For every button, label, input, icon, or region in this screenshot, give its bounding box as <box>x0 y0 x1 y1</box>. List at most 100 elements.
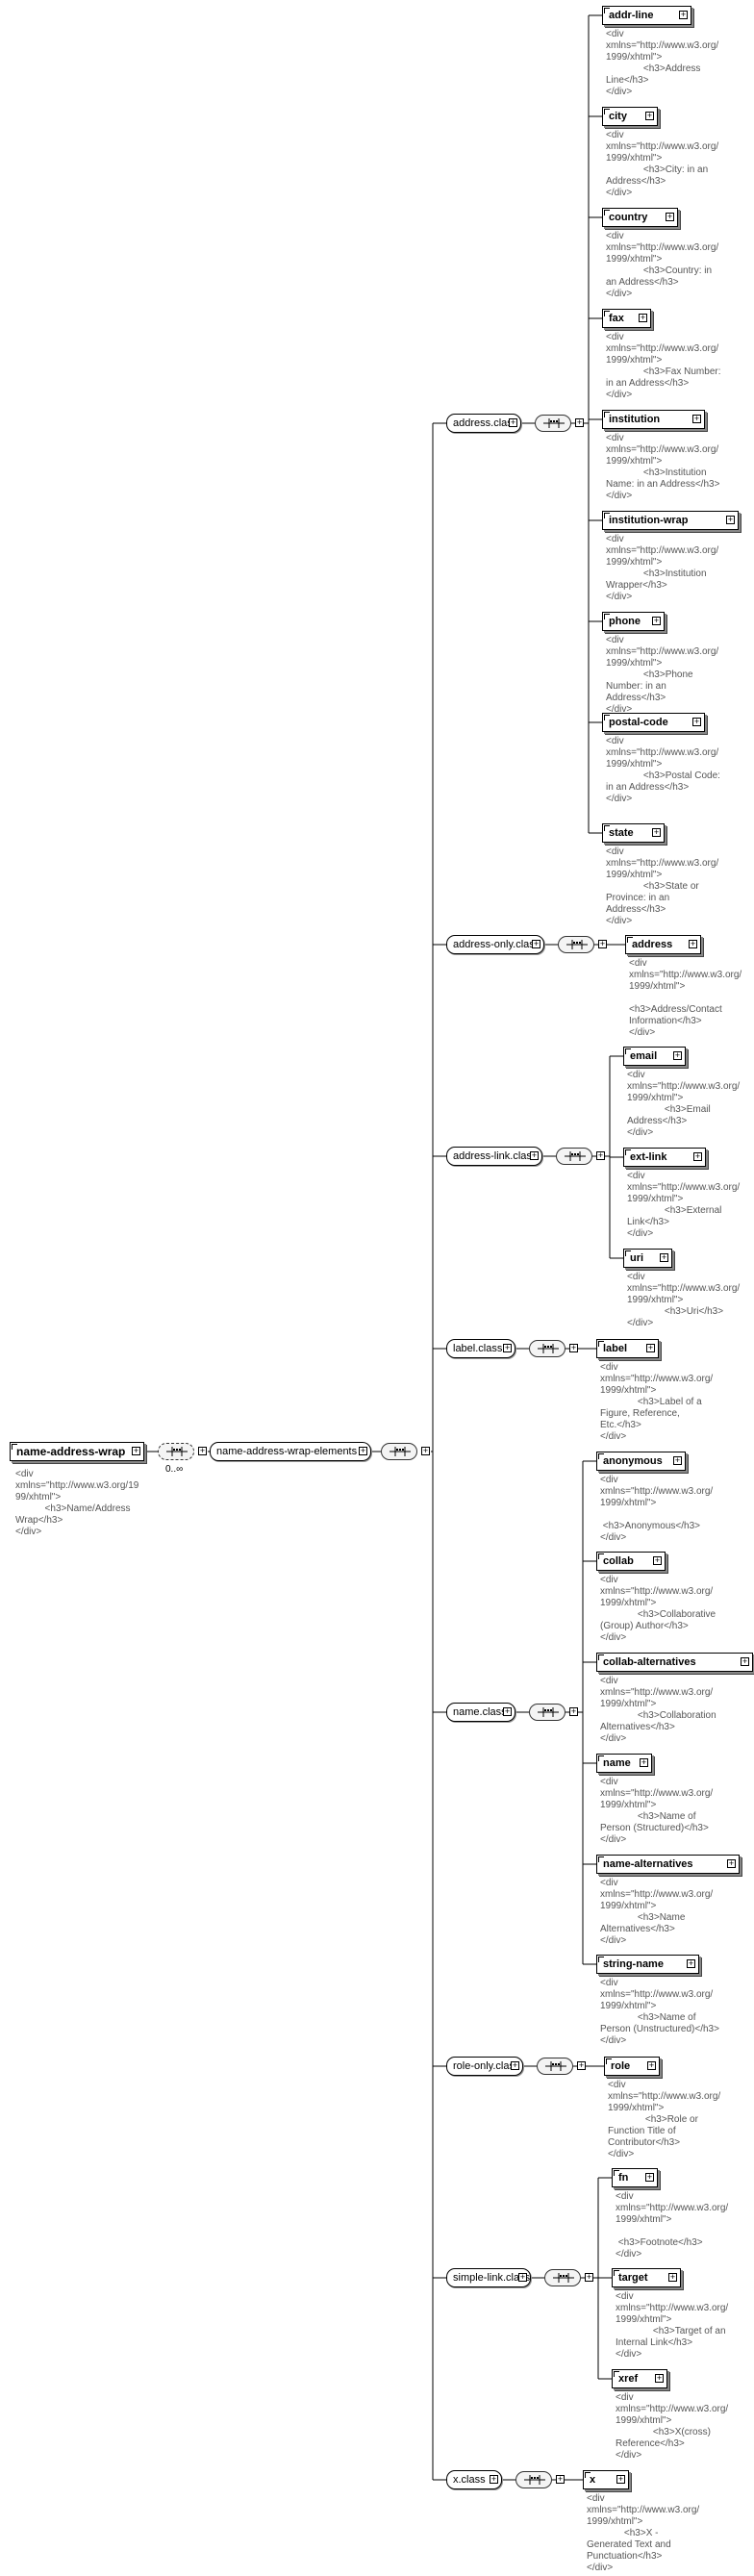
element-target[interactable]: target+ <box>612 2268 681 2287</box>
element-addr-line-expand-icon[interactable]: + <box>679 10 688 19</box>
element-ext-link-expand-icon[interactable]: + <box>693 1151 702 1161</box>
group-name-address-wrap-elements-expand-icon[interactable]: + <box>359 1446 367 1455</box>
element-name-expand-icon[interactable]: + <box>640 1757 648 1767</box>
class-role-only-class-sequence-expand-icon[interactable]: + <box>577 2060 586 2070</box>
class-x-class-sequence[interactable]: + <box>515 2471 565 2488</box>
class-address-link-class-sequence-expand-icon[interactable]: + <box>596 1150 605 1160</box>
element-collab-alternatives[interactable]: collab-alternatives+ <box>596 1653 753 1672</box>
wrapper-choice-compositor-expand-icon[interactable]: + <box>421 1446 430 1455</box>
element-marker-icon <box>604 210 610 215</box>
class-address-link-class[interactable]: address-link.class+ <box>446 1147 542 1166</box>
element-target-documentation: <div xmlns="http://www.w3.org/ 1999/xhtm… <box>616 2291 729 2360</box>
element-fax[interactable]: fax+ <box>602 309 651 328</box>
element-country-expand-icon[interactable]: + <box>666 212 674 221</box>
element-fn[interactable]: fn+ <box>612 2168 658 2187</box>
element-institution-expand-icon[interactable]: + <box>692 414 701 423</box>
element-institution[interactable]: institution + <box>602 410 705 429</box>
root-element-name-address-wrap-expand-icon[interactable]: + <box>132 1446 140 1455</box>
element-country[interactable]: country+ <box>602 208 678 227</box>
class-address-class-expand-icon[interactable]: + <box>509 417 517 427</box>
element-state-expand-icon[interactable]: + <box>652 827 661 837</box>
element-address-expand-icon[interactable]: + <box>689 939 697 948</box>
element-collab[interactable]: collab+ <box>596 1552 666 1571</box>
element-email-expand-icon[interactable]: + <box>673 1050 682 1060</box>
element-email[interactable]: email+ <box>623 1047 686 1066</box>
class-name-class[interactable]: name.class+ <box>446 1703 515 1722</box>
element-name-label: name <box>603 1757 631 1769</box>
element-postal-code-expand-icon[interactable]: + <box>692 717 701 726</box>
element-phone[interactable]: phone+ <box>602 612 665 631</box>
sequence-icon <box>166 1447 188 1456</box>
class-label-class[interactable]: label.class+ <box>446 1339 515 1358</box>
class-role-only-class-expand-icon[interactable]: + <box>511 2060 519 2070</box>
class-label-class-sequence[interactable]: + <box>529 1340 578 1357</box>
class-address-only-class-sequence[interactable]: + <box>558 936 607 953</box>
class-simple-link-class-label: simple-link.class <box>453 2272 531 2284</box>
class-simple-link-class[interactable]: simple-link.class+ <box>446 2268 531 2287</box>
element-collab-expand-icon[interactable]: + <box>653 1555 662 1565</box>
element-label-expand-icon[interactable]: + <box>646 1343 655 1352</box>
element-marker-icon <box>614 2371 619 2377</box>
group-name-address-wrap-elements[interactable]: name-address-wrap-elements+ <box>210 1442 371 1461</box>
element-city-expand-icon[interactable]: + <box>645 111 654 120</box>
element-anonymous[interactable]: anonymous+ <box>596 1452 686 1471</box>
element-fn-expand-icon[interactable]: + <box>645 2172 654 2182</box>
element-fax-expand-icon[interactable]: + <box>639 313 647 322</box>
class-address-class[interactable]: address.class+ <box>446 414 521 433</box>
element-name-alternatives-expand-icon[interactable]: + <box>727 1858 736 1868</box>
element-name[interactable]: name + <box>596 1754 652 1773</box>
class-x-class[interactable]: x.class+ <box>446 2470 502 2489</box>
element-label[interactable]: label+ <box>596 1339 659 1358</box>
element-institution-wrap[interactable]: institution-wrap+ <box>602 511 739 530</box>
class-address-link-class-sequence[interactable]: + <box>556 1148 605 1165</box>
class-simple-link-class-sequence[interactable]: + <box>544 2269 593 2286</box>
element-state[interactable]: state+ <box>602 823 665 843</box>
class-name-class-expand-icon[interactable]: + <box>503 1706 512 1716</box>
element-ext-link[interactable]: ext-link+ <box>623 1148 706 1167</box>
element-phone-expand-icon[interactable]: + <box>652 616 661 625</box>
element-xref-expand-icon[interactable]: + <box>655 2373 664 2383</box>
element-uri-expand-icon[interactable]: + <box>660 1252 668 1262</box>
class-address-only-class-expand-icon[interactable]: + <box>532 939 540 948</box>
class-address-link-class-expand-icon[interactable]: + <box>530 1150 539 1160</box>
element-city[interactable]: city+ <box>602 107 658 126</box>
class-x-class-expand-icon[interactable]: + <box>490 2474 498 2484</box>
element-role-expand-icon[interactable]: + <box>647 2060 656 2070</box>
element-x[interactable]: x+ <box>583 2470 629 2489</box>
element-institution-label: institution <box>609 414 661 425</box>
root-sequence-compositor-expand-icon[interactable]: + <box>198 1446 207 1455</box>
element-state-documentation: <div xmlns="http://www.w3.org/ 1999/xhtm… <box>606 846 719 926</box>
element-marker-icon <box>598 1755 604 1761</box>
class-simple-link-class-expand-icon[interactable]: + <box>518 2272 527 2282</box>
root-element-name-address-wrap[interactable]: name-address-wrap+ <box>10 1442 144 1461</box>
class-address-class-sequence-expand-icon[interactable]: + <box>575 417 584 427</box>
element-name-alternatives[interactable]: name-alternatives+ <box>596 1855 740 1874</box>
element-postal-code[interactable]: postal-code+ <box>602 713 705 732</box>
class-name-class-sequence-expand-icon[interactable]: + <box>569 1706 578 1716</box>
element-x-expand-icon[interactable]: + <box>616 2474 625 2484</box>
class-address-only-class[interactable]: address-only.class+ <box>446 935 544 954</box>
class-name-class-sequence[interactable]: + <box>529 1704 578 1721</box>
element-xref[interactable]: xref+ <box>612 2369 667 2388</box>
element-institution-wrap-expand-icon[interactable]: + <box>726 515 735 524</box>
element-target-expand-icon[interactable]: + <box>668 2272 677 2282</box>
element-anonymous-expand-icon[interactable]: + <box>673 1455 682 1465</box>
class-role-only-class[interactable]: role-only.class+ <box>446 2057 523 2076</box>
element-role[interactable]: role+ <box>604 2057 660 2076</box>
class-label-class-sequence-expand-icon[interactable]: + <box>569 1343 578 1352</box>
element-address[interactable]: address+ <box>625 935 701 954</box>
element-addr-line[interactable]: addr-line+ <box>602 6 691 25</box>
class-role-only-class-sequence[interactable]: + <box>537 2058 586 2075</box>
element-string-name-expand-icon[interactable]: + <box>687 1958 695 1968</box>
class-x-class-sequence-expand-icon[interactable]: + <box>556 2474 565 2484</box>
class-label-class-expand-icon[interactable]: + <box>503 1343 512 1352</box>
class-address-class-sequence[interactable]: + <box>535 415 584 432</box>
class-address-only-class-sequence-expand-icon[interactable]: + <box>598 939 607 948</box>
wrapper-choice-compositor[interactable]: + <box>381 1443 430 1460</box>
element-collab-alternatives-expand-icon[interactable]: + <box>741 1656 749 1666</box>
element-marker-icon <box>625 1149 631 1155</box>
element-string-name[interactable]: string-name+ <box>596 1955 699 1974</box>
root-sequence-compositor[interactable]: + <box>158 1443 207 1460</box>
element-uri[interactable]: uri+ <box>623 1249 672 1268</box>
class-simple-link-class-sequence-expand-icon[interactable]: + <box>585 2272 593 2282</box>
